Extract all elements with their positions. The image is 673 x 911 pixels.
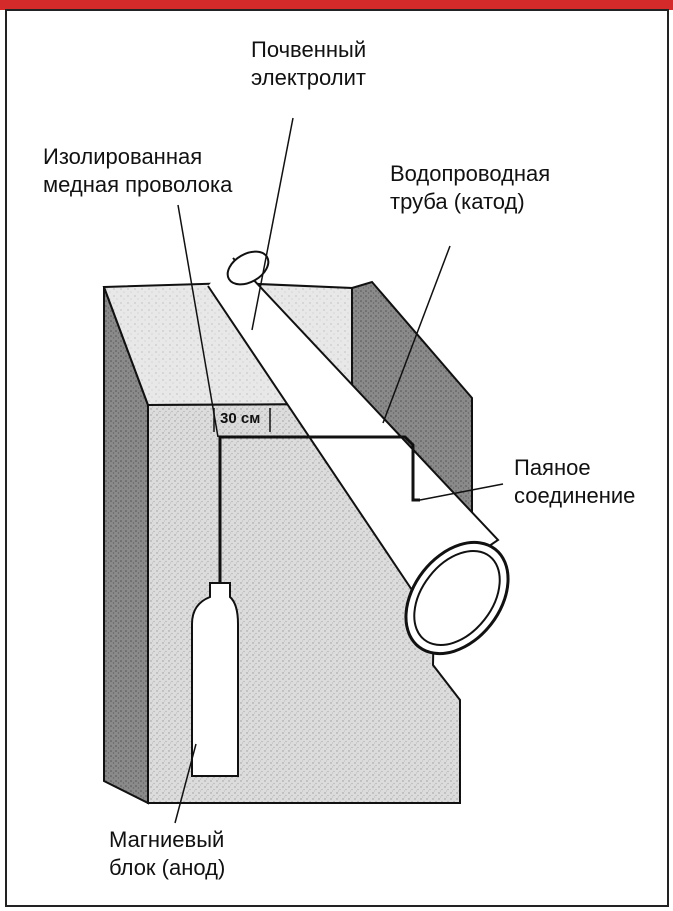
label-soil-electrolyte: Почвенный электролит	[251, 36, 366, 92]
label-magnesium-anode: Магниевый блок (анод)	[109, 826, 225, 882]
label-pipe-line1: Водопроводная	[390, 160, 550, 188]
label-insulated-wire: Изолированная медная проволока	[43, 143, 232, 199]
label-wire-line2: медная проволока	[43, 171, 232, 199]
magnesium-anode	[192, 583, 238, 776]
label-solder-joint: Паяное соединение	[514, 454, 635, 510]
label-solder-line2: соединение	[514, 482, 635, 510]
label-solder-line1: Паяное	[514, 454, 635, 482]
label-wire-line1: Изолированная	[43, 143, 232, 171]
label-soil-line1: Почвенный	[251, 36, 366, 64]
label-pipe-line2: труба (катод)	[390, 188, 550, 216]
label-water-pipe: Водопроводная труба (катод)	[390, 160, 550, 216]
label-anode-line1: Магниевый	[109, 826, 225, 854]
label-soil-line2: электролит	[251, 64, 366, 92]
label-distance-30cm: 30 см	[220, 410, 260, 428]
label-anode-line2: блок (анод)	[109, 854, 225, 882]
top-bar	[0, 0, 673, 10]
